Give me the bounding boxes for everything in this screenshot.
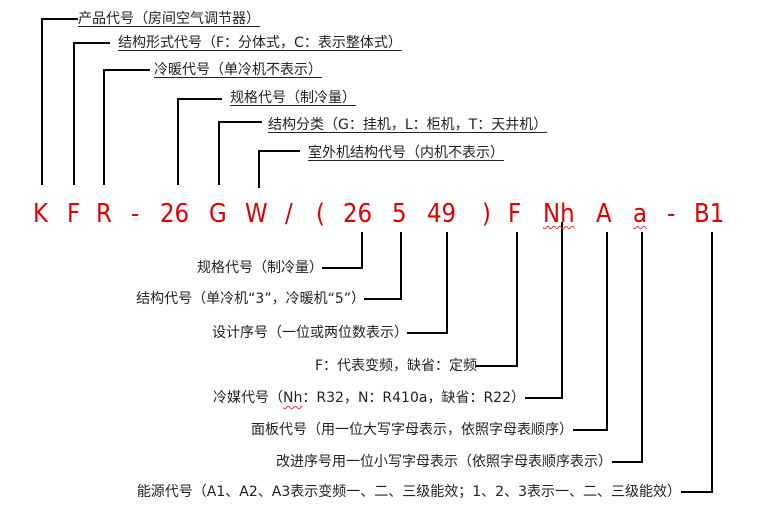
code-segment-49: 49 bbox=[427, 199, 457, 229]
top-label-product: 产品代号（房间空气调节器） bbox=[78, 11, 260, 27]
bottom-label-energy: 能源代号（A1、A2、A3表示变频一、二、三级能效；1、2、3表示一、二、三级能… bbox=[136, 484, 681, 500]
code-segment-dash2: - bbox=[667, 199, 676, 229]
top-label-structure-class: 结构分类（G：挂机，L：柜机，T：天井机） bbox=[268, 117, 548, 133]
bottom-label-refrigerant: 冷媒代号（Nh：R32，N：R410a，缺省：R22） bbox=[213, 390, 525, 406]
bottom-label-inverter: F：代表变频，缺省：定频 bbox=[314, 358, 477, 374]
top-label-cooling-heating: 冷暖代号（单冷机不表示） bbox=[154, 62, 322, 78]
code-segment-B1: B1 bbox=[694, 199, 725, 229]
code-segment-slash: / bbox=[285, 199, 293, 229]
code-segment-26b: 26 bbox=[343, 199, 373, 229]
code-segment-Nh: Nh bbox=[543, 199, 575, 229]
code-segment-A: A bbox=[596, 199, 612, 229]
top-label-outdoor-structure: 室外机结构代号（内机不表示） bbox=[308, 145, 504, 161]
code-segment-a: a bbox=[633, 199, 648, 229]
code-segment-dash1: - bbox=[131, 199, 140, 229]
code-segment-lparen: ( bbox=[316, 199, 325, 229]
code-segment-rparen: ) bbox=[482, 199, 491, 229]
bottom-label-capacity: 规格代号（制冷量） bbox=[197, 260, 323, 276]
code-segment-F2: F bbox=[508, 199, 522, 229]
code-segment-K: K bbox=[33, 199, 49, 229]
bottom-label-design-serial: 设计序号（一位或两位数表示） bbox=[212, 325, 408, 341]
top-label-structure-form: 结构形式代号（F：分体式，C：表示整体式） bbox=[118, 35, 402, 51]
bottom-label-improvement: 改进序号用一位小写字母表示（依照字母表顺序表示） bbox=[276, 454, 612, 470]
code-segment-W: W bbox=[245, 199, 268, 229]
top-label-capacity: 规格代号（制冷量） bbox=[230, 90, 356, 106]
code-segment-5: 5 bbox=[392, 199, 407, 229]
code-segment-R: R bbox=[96, 199, 112, 229]
bottom-label-panel: 面板代号（用一位大写字母表示，依照字母表顺序） bbox=[251, 422, 573, 438]
bottom-label-structure-code: 结构代号（单冷机“3”，冷暖机“5”） bbox=[136, 291, 365, 307]
code-segment-G: G bbox=[209, 199, 227, 229]
code-segment-26a: 26 bbox=[160, 199, 190, 229]
code-segment-F: F bbox=[67, 199, 81, 229]
